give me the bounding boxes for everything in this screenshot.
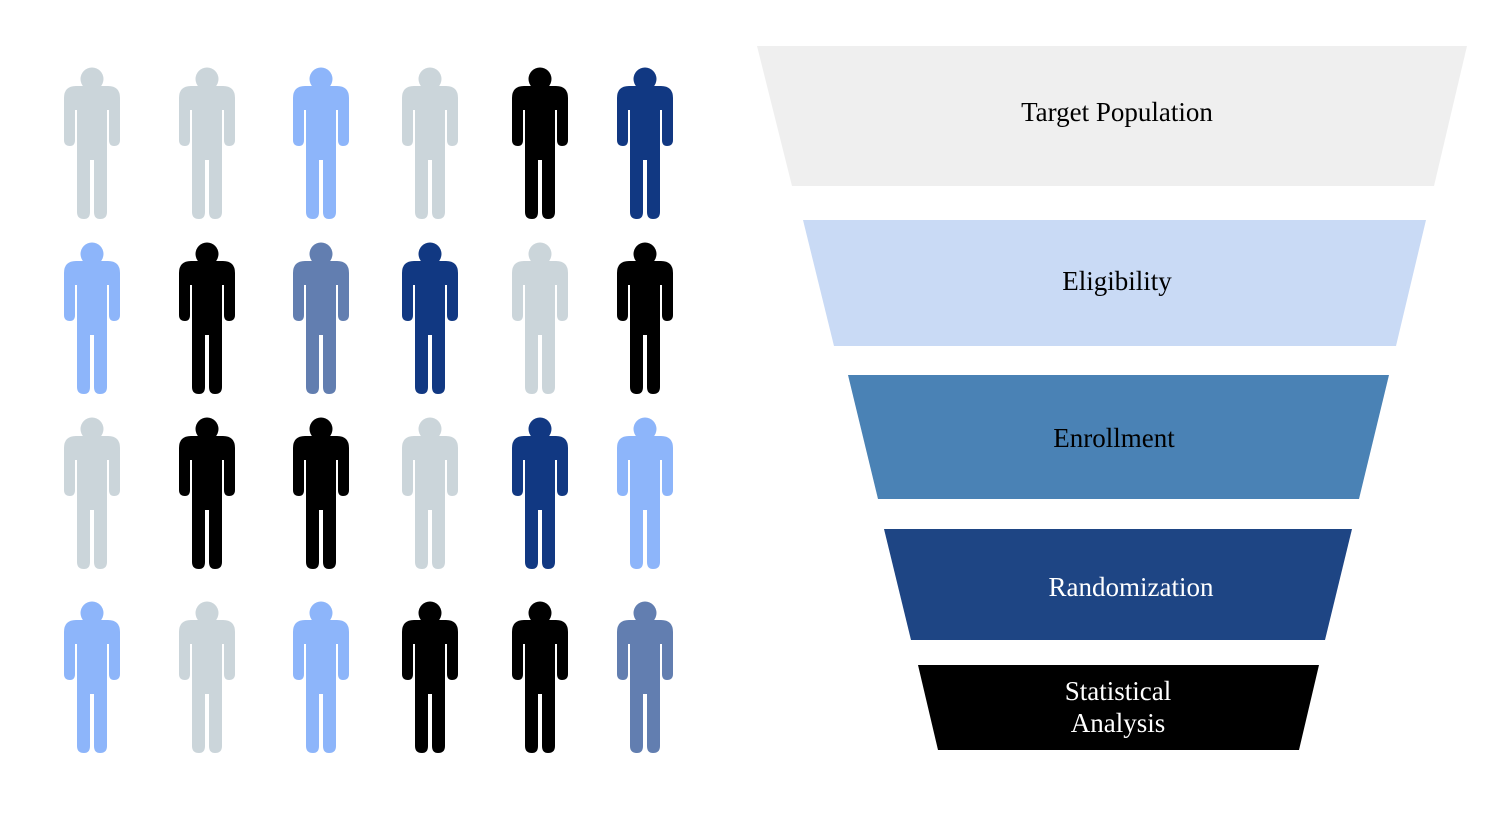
- person-head: [309, 67, 333, 91]
- person-icon: [617, 417, 673, 569]
- person-body: [617, 436, 673, 569]
- person-head: [528, 417, 552, 441]
- funnel-stage-label: Eligibility: [1062, 266, 1172, 296]
- person-body: [512, 620, 568, 753]
- funnel-stage-shape: [884, 529, 1352, 640]
- person-head: [418, 601, 442, 625]
- funnel-stage: Target Population: [757, 46, 1467, 186]
- person-head: [309, 417, 333, 441]
- person-body: [64, 436, 120, 569]
- funnel-stage-label: Enrollment: [1053, 423, 1175, 453]
- person-icon: [293, 601, 349, 753]
- person-icon: [179, 417, 235, 569]
- person-head: [80, 67, 104, 91]
- funnel-stage-shape: [757, 46, 1467, 186]
- funnel-stage-label: Analysis: [1071, 708, 1166, 738]
- funnel-stage: Enrollment: [848, 375, 1389, 499]
- funnel-stage-label: Randomization: [1049, 572, 1214, 602]
- person-body: [402, 261, 458, 394]
- person-icon: [617, 67, 673, 219]
- person-body: [402, 86, 458, 219]
- person-icon: [512, 601, 568, 753]
- funnel-stage-shape: [803, 220, 1426, 346]
- person-head: [528, 601, 552, 625]
- person-icon: [512, 242, 568, 394]
- funnel-stage: Eligibility: [803, 220, 1426, 346]
- person-icon: [179, 601, 235, 753]
- person-body: [512, 86, 568, 219]
- person-icon: [402, 601, 458, 753]
- person-body: [179, 620, 235, 753]
- person-icon: [617, 601, 673, 753]
- person-body: [617, 261, 673, 394]
- person-head: [528, 67, 552, 91]
- person-head: [309, 242, 333, 266]
- person-body: [402, 620, 458, 753]
- person-body: [512, 261, 568, 394]
- person-head: [528, 242, 552, 266]
- funnel-stage-label: Statistical: [1065, 676, 1171, 706]
- person-body: [179, 86, 235, 219]
- person-icon: [64, 417, 120, 569]
- person-icon: [64, 601, 120, 753]
- person-body: [64, 86, 120, 219]
- person-icon: [293, 417, 349, 569]
- person-head: [80, 242, 104, 266]
- person-icon: [402, 417, 458, 569]
- person-body: [293, 261, 349, 394]
- person-head: [195, 601, 219, 625]
- person-icon: [64, 67, 120, 219]
- person-head: [195, 67, 219, 91]
- person-body: [617, 620, 673, 753]
- person-head: [418, 417, 442, 441]
- person-head: [633, 417, 657, 441]
- person-icon: [512, 67, 568, 219]
- person-head: [80, 417, 104, 441]
- person-icon: [179, 67, 235, 219]
- funnel-stage-label: Target Population: [1021, 97, 1213, 127]
- person-body: [64, 620, 120, 753]
- person-icon: [402, 242, 458, 394]
- study-funnel: Target PopulationEligibilityEnrollmentRa…: [757, 46, 1467, 750]
- person-head: [309, 601, 333, 625]
- person-head: [418, 242, 442, 266]
- person-body: [617, 86, 673, 219]
- person-body: [402, 436, 458, 569]
- person-icon: [64, 242, 120, 394]
- person-head: [633, 601, 657, 625]
- funnel-stage: Randomization: [884, 529, 1352, 640]
- person-body: [64, 261, 120, 394]
- person-body: [512, 436, 568, 569]
- person-head: [195, 417, 219, 441]
- population-people-grid: [64, 67, 673, 753]
- funnel-stage-shape: [918, 665, 1319, 750]
- person-body: [179, 261, 235, 394]
- person-head: [633, 67, 657, 91]
- person-head: [195, 242, 219, 266]
- person-head: [418, 67, 442, 91]
- person-icon: [402, 67, 458, 219]
- person-body: [293, 86, 349, 219]
- person-head: [80, 601, 104, 625]
- person-icon: [293, 242, 349, 394]
- funnel-stage-shape: [848, 375, 1389, 499]
- person-head: [633, 242, 657, 266]
- person-icon: [512, 417, 568, 569]
- person-body: [293, 620, 349, 753]
- person-icon: [179, 242, 235, 394]
- person-body: [179, 436, 235, 569]
- person-body: [293, 436, 349, 569]
- person-icon: [617, 242, 673, 394]
- person-icon: [293, 67, 349, 219]
